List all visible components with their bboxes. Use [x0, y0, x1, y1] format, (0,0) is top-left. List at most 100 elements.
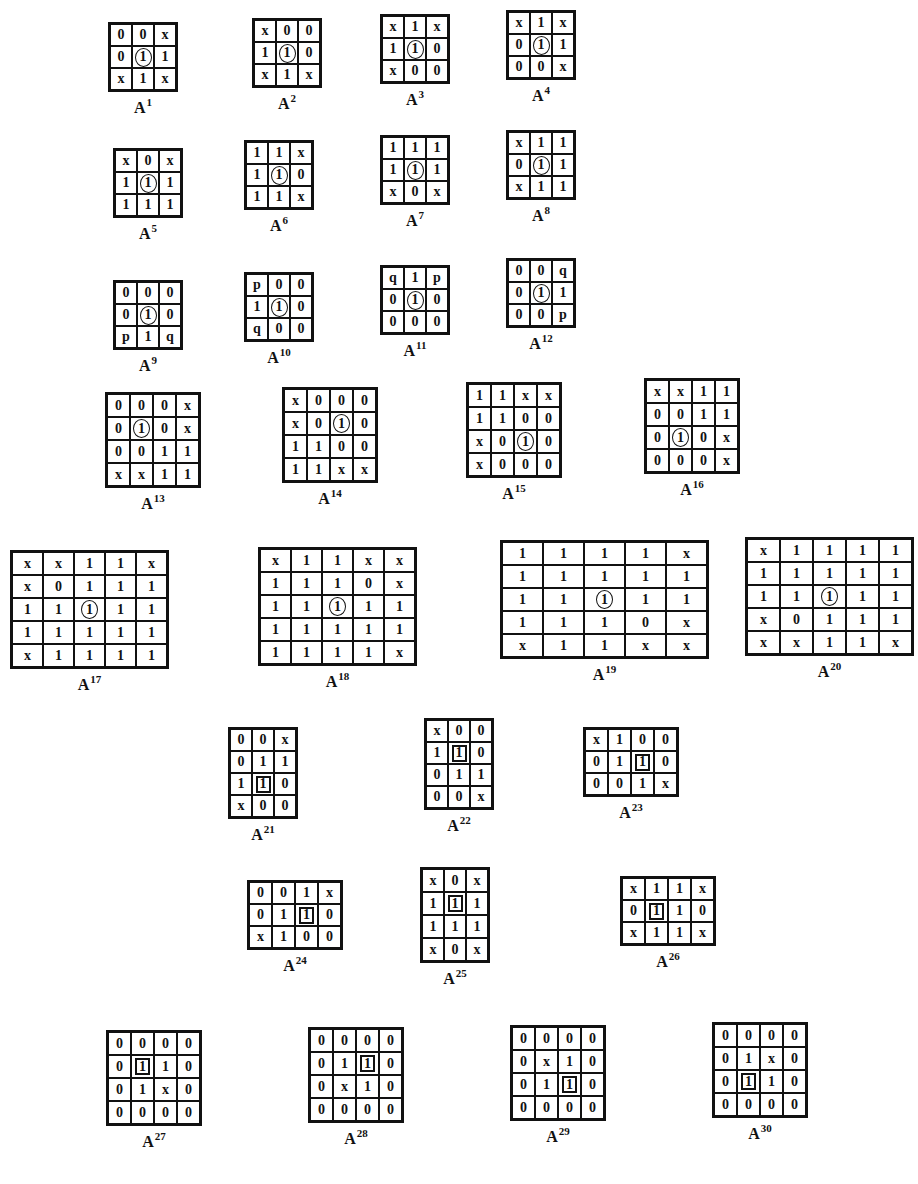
cell-value: 1: [184, 468, 191, 482]
caption-letter: A: [529, 335, 541, 352]
cell-value: x: [138, 468, 145, 482]
template-caption: A27: [106, 1130, 202, 1151]
template-grid: 00x011110x00: [228, 727, 298, 819]
cell-value: 1: [676, 882, 683, 896]
grid-cell: 0: [537, 430, 560, 453]
cell-value: 1: [892, 590, 899, 604]
grid-cell: 0: [159, 304, 181, 326]
grid-cell: x: [12, 644, 43, 667]
grid-cell: 0: [448, 720, 470, 742]
grid-cell: 1: [159, 194, 181, 216]
grid-cell: 1: [43, 644, 74, 667]
grid-cell: 1: [322, 572, 353, 595]
grid-cell: 1: [176, 440, 199, 463]
caption-letter: A: [447, 817, 459, 834]
cell-value: 1: [478, 768, 485, 782]
grid-cell: 0: [110, 24, 132, 46]
grid-cell: 1: [846, 631, 879, 654]
grid-cell: 1: [12, 598, 43, 621]
grid-cell: 1: [466, 915, 488, 938]
cell-value: 0: [516, 308, 523, 322]
cell-value: x: [184, 399, 191, 413]
grid-cell: 0: [177, 1101, 200, 1124]
grid-cell: x: [382, 60, 404, 82]
grid-cell: 0: [276, 20, 298, 42]
grid-cell: x: [552, 12, 574, 34]
grid-cell: 0: [249, 882, 272, 904]
cell-value: 0: [654, 454, 661, 468]
grid-cell: 1: [136, 598, 167, 621]
grid-cell: 1: [74, 575, 105, 598]
cell-value: 0: [434, 768, 441, 782]
grid-cell: x: [747, 539, 780, 562]
grid-cell: 1: [74, 552, 105, 575]
cell-value: 1: [412, 42, 419, 56]
grid-cell: 0: [508, 282, 530, 304]
grid-cell: 1: [74, 598, 105, 621]
grid-cell: 1: [645, 900, 668, 922]
template-grid: x000x010110011xx: [282, 387, 378, 483]
cell-value: 0: [361, 417, 368, 431]
cell-value: 0: [616, 777, 623, 791]
grid-cell: 0: [783, 1024, 806, 1047]
grid-cell: 1: [668, 900, 691, 922]
caption-letter: A: [680, 481, 692, 498]
caption-letter: A: [656, 953, 668, 970]
cell-value: 1: [793, 590, 800, 604]
grid-cell: q: [382, 267, 404, 289]
cell-value: x: [560, 16, 567, 30]
cell-value: 1: [700, 408, 707, 422]
cell-value: x: [262, 24, 269, 38]
cell-value: 1: [601, 570, 608, 584]
cell-value: x: [326, 886, 333, 900]
cell-value: 1: [892, 567, 899, 581]
cell-value: 1: [117, 580, 124, 594]
template-caption: A11: [380, 339, 450, 360]
cell-value: 0: [589, 1101, 596, 1115]
cell-value: 1: [117, 649, 124, 663]
grid-cell: 1: [105, 598, 136, 621]
grid-cell: 0: [379, 1029, 402, 1052]
grid-cell: x: [154, 68, 176, 90]
cell-value: 1: [123, 198, 130, 212]
cell-value: 1: [601, 547, 608, 561]
template-caption: A8: [506, 204, 576, 225]
cell-value: x: [162, 72, 169, 86]
cell-value: 1: [560, 639, 567, 653]
grid-cell: 0: [714, 1070, 737, 1093]
cell-value: q: [559, 264, 567, 278]
grid-cell: 1: [295, 882, 318, 904]
grid-cell: 1: [813, 585, 846, 608]
grid-cell: 1: [307, 435, 330, 458]
caption-number: 16: [693, 478, 704, 490]
template-caption: A1: [108, 96, 178, 117]
grid-cell: 0: [692, 449, 715, 472]
grid-cell: 0: [108, 1078, 131, 1101]
cell-value: 1: [892, 544, 899, 558]
cell-value: 1: [396, 623, 403, 637]
grid-cell: 0: [132, 24, 154, 46]
cell-value: x: [238, 799, 245, 813]
grid-cell: x: [353, 549, 384, 572]
grid-cell: 1: [268, 296, 290, 318]
cell-value: 0: [499, 458, 506, 472]
grid-cell: 0: [318, 926, 341, 948]
cell-value: 0: [545, 412, 552, 426]
grid-cell: p: [426, 267, 448, 289]
cell-value: 0: [639, 733, 646, 747]
grid-cell: 0: [310, 1098, 333, 1121]
caption-number: 25: [456, 967, 467, 979]
grid-cell: 1: [468, 384, 491, 407]
cell-value: 1: [560, 180, 567, 194]
caption-letter: A: [267, 349, 279, 366]
template-caption: A14: [282, 487, 378, 508]
grid-cell: x: [622, 878, 645, 900]
grid-cell: x: [384, 641, 415, 664]
cell-value: 1: [167, 198, 174, 212]
grid-cell: 1: [530, 282, 552, 304]
grid-cell: 1: [514, 430, 537, 453]
cell-value: x: [162, 28, 169, 42]
grid-cell: 0: [108, 1101, 131, 1124]
cell-value: x: [24, 580, 31, 594]
cell-value: 1: [499, 412, 506, 426]
